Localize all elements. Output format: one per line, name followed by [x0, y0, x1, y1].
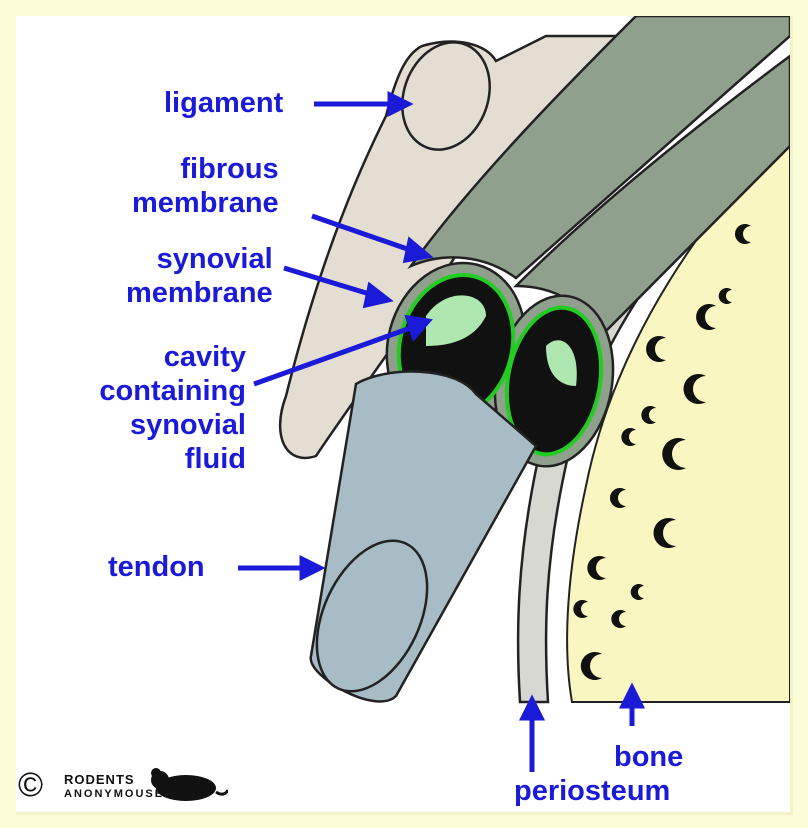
credit-line1: RODENTS — [64, 772, 135, 787]
label-fibrous-membrane: fibrous membrane — [132, 152, 279, 220]
diagram-frame: ligament fibrous membrane synovial membr… — [16, 16, 793, 815]
label-ligament: ligament — [164, 86, 283, 120]
credit-logo: © RODENTS ANONYMOUSE — [18, 764, 228, 808]
label-cavity-synovial-fluid: cavity containing synovial fluid — [78, 340, 246, 476]
label-tendon: tendon — [108, 550, 205, 584]
copyright-symbol: © — [18, 766, 43, 805]
mouse-icon — [138, 764, 228, 804]
label-synovial-membrane: synovial membrane — [126, 242, 273, 310]
label-bone: bone — [614, 740, 683, 774]
label-periosteum: periosteum — [514, 774, 670, 808]
